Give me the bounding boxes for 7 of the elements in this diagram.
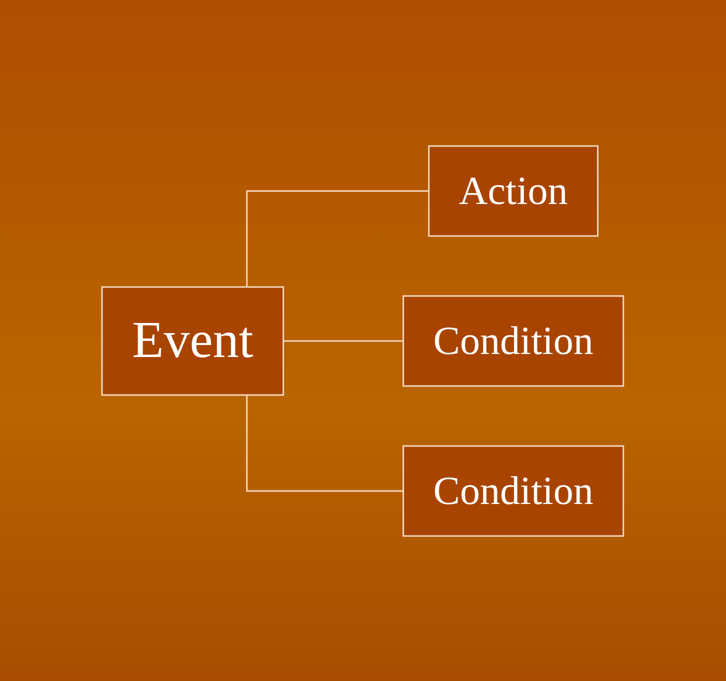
connector [282,340,404,342]
node-box: Condition [402,444,624,536]
node-box: Event [102,286,284,396]
connector [246,394,404,492]
connector [246,190,430,286]
node-box: Action [428,144,599,236]
node-box: Condition [402,294,624,386]
